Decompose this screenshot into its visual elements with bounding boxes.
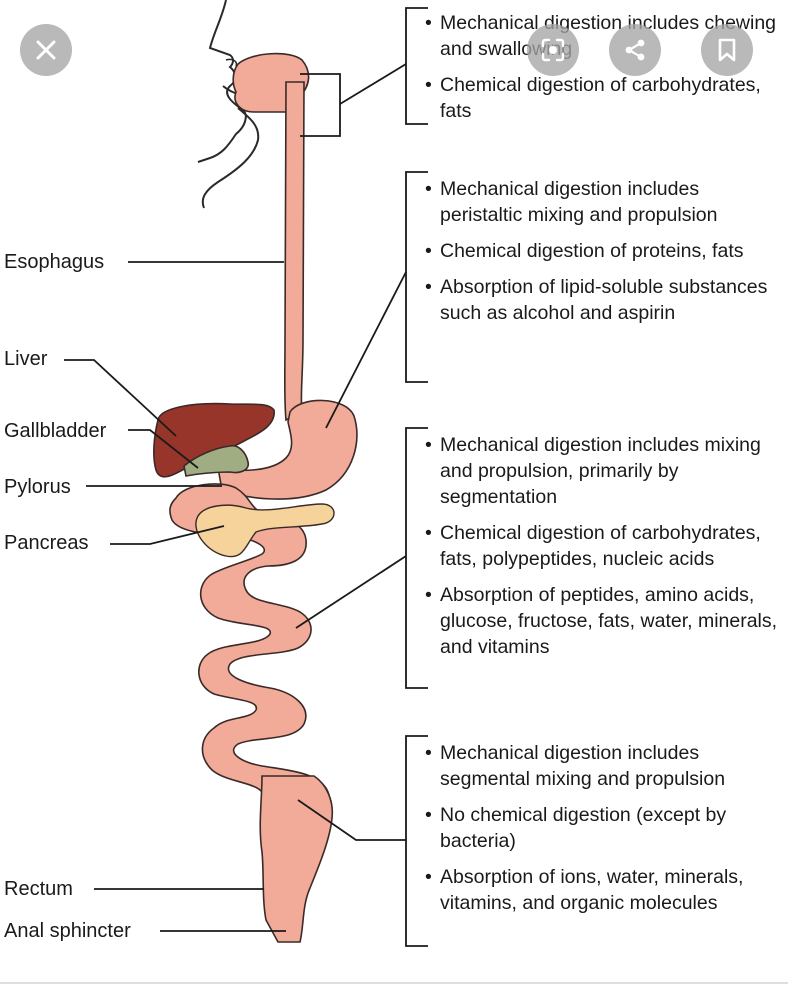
lens-button[interactable]	[527, 24, 579, 76]
leader-lines	[64, 7, 428, 947]
box-large-intestine: •Mechanical digestion includes segmental…	[424, 740, 786, 926]
bullet-item: •Chemical digestion of carbohydrates, fa…	[425, 74, 761, 122]
label-rectum: Rectum	[4, 878, 73, 900]
bullet-item: •Chemical digestion of proteins, fats	[425, 240, 744, 262]
label-anal-sphincter: Anal sphincter	[4, 920, 131, 942]
bullet-item: •Chemical digestion of carbohydrates, fa…	[425, 522, 761, 570]
label-esophagus: Esophagus	[4, 251, 105, 273]
label-liver: Liver	[4, 348, 48, 370]
bottom-divider	[0, 982, 788, 984]
gallbladder	[183, 444, 250, 477]
close-icon	[36, 40, 56, 60]
bookmark-icon	[718, 38, 736, 62]
esophagus-tube	[283, 81, 305, 422]
label-pancreas: Pancreas	[4, 532, 89, 554]
box-small-intestine: •Mechanical digestion includes mixing an…	[424, 432, 786, 670]
liver	[153, 402, 275, 478]
bullet-item: •Absorption of ions, water, minerals, vi…	[425, 866, 744, 914]
bullet-item: •Absorption of peptides, amino acids, gl…	[425, 584, 778, 658]
bullet-item: •Mechanical digestion includes mixing an…	[425, 434, 761, 508]
rectum-tube	[259, 775, 334, 943]
label-gallbladder: Gallbladder	[4, 420, 107, 442]
bullet-item: •No chemical digestion (except by bacter…	[425, 804, 727, 852]
pancreas	[195, 503, 335, 558]
close-button[interactable]	[20, 24, 72, 76]
label-pylorus: Pylorus	[4, 476, 71, 498]
bullet-item: •Absorption of lipid-soluble substances …	[425, 276, 768, 324]
share-icon	[625, 39, 645, 61]
stomach	[217, 399, 358, 500]
bullet-item: •Mechanical digestion includes peristalt…	[425, 178, 718, 226]
bullet-item: •Mechanical digestion includes segmental…	[425, 742, 726, 790]
share-button[interactable]	[609, 24, 661, 76]
bookmark-button[interactable]	[701, 24, 753, 76]
nostril	[225, 58, 238, 67]
box-stomach: •Mechanical digestion includes peristalt…	[424, 176, 786, 336]
lens-icon	[541, 38, 565, 62]
